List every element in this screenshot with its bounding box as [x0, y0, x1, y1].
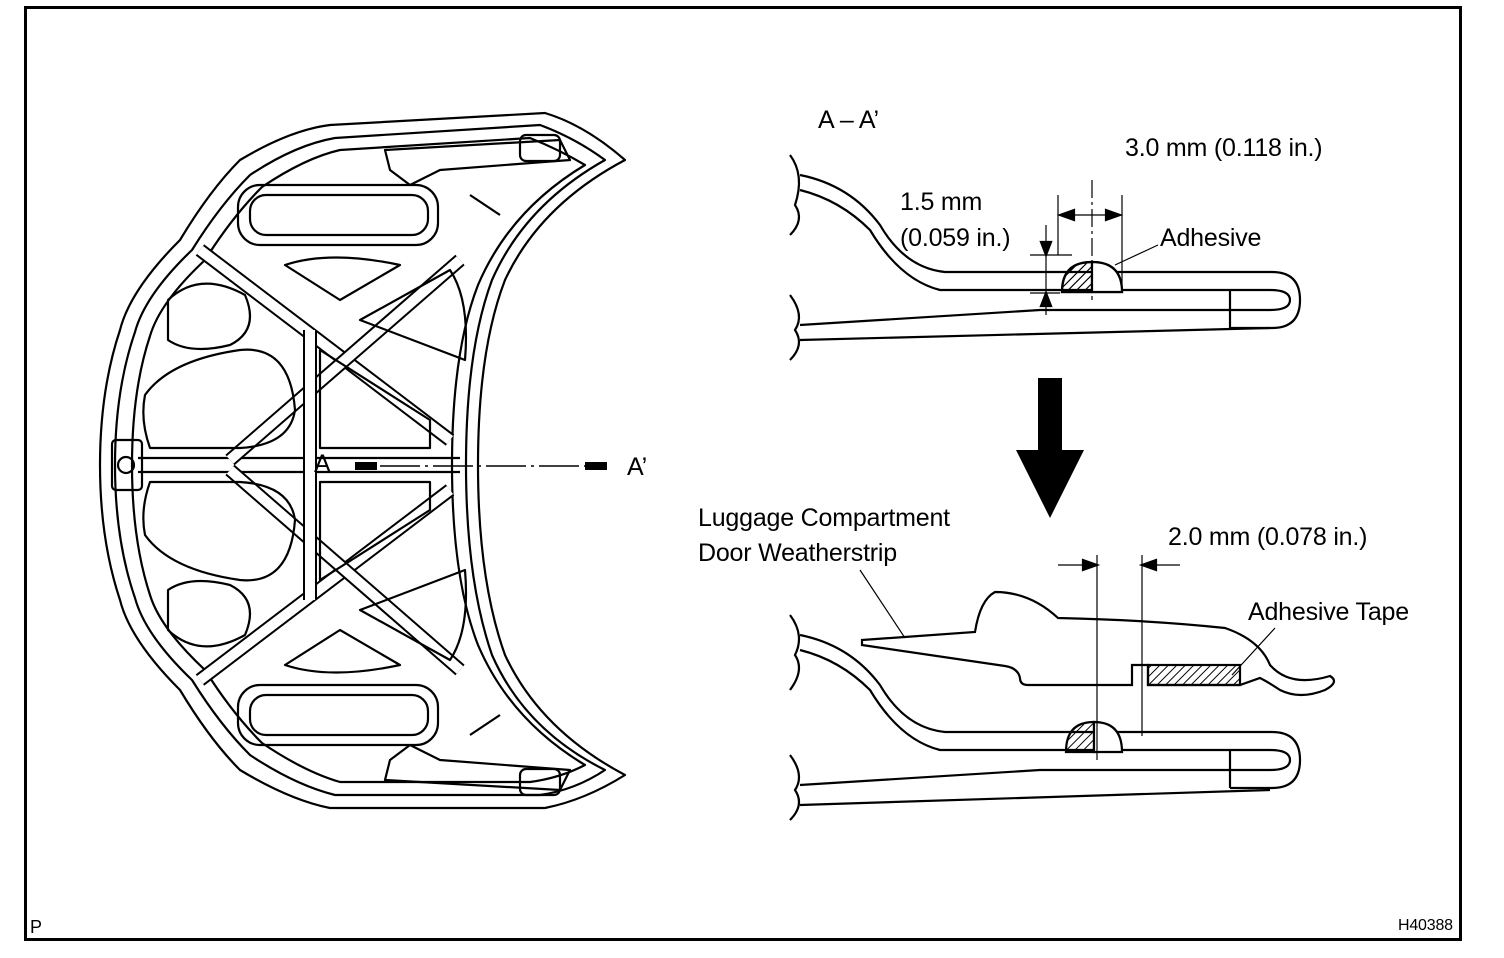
- section-view-before: [789, 154, 1302, 361]
- corner-mark: P: [30, 917, 42, 937]
- dimension-width: 3.0 mm (0.118 in.): [1125, 134, 1323, 162]
- adhesive-tape-label: Adhesive Tape: [1248, 598, 1409, 626]
- diagram-frame: [24, 6, 1462, 941]
- arrow-down-icon: [1016, 378, 1084, 518]
- hood-outline: [98, 111, 627, 810]
- weatherstrip-label-line2: Door Weatherstrip: [698, 539, 897, 567]
- dimension-height-line1: 1.5 mm: [900, 188, 983, 216]
- section-label-a: A: [314, 450, 331, 478]
- section-line: [355, 462, 607, 470]
- figure-code: H40388: [1398, 917, 1453, 934]
- weatherstrip-label-line1: Luggage Compartment: [698, 504, 950, 532]
- section-label-a-prime: A’: [627, 453, 647, 481]
- section-view-after: [789, 555, 1336, 821]
- adhesive-label: Adhesive: [1160, 224, 1262, 252]
- section-title: A – A’: [818, 106, 879, 134]
- dimension-height-line2: (0.059 in.): [900, 224, 1011, 252]
- hood-illustration: [98, 111, 627, 810]
- dimension-offset: 2.0 mm (0.078 in.): [1168, 523, 1368, 551]
